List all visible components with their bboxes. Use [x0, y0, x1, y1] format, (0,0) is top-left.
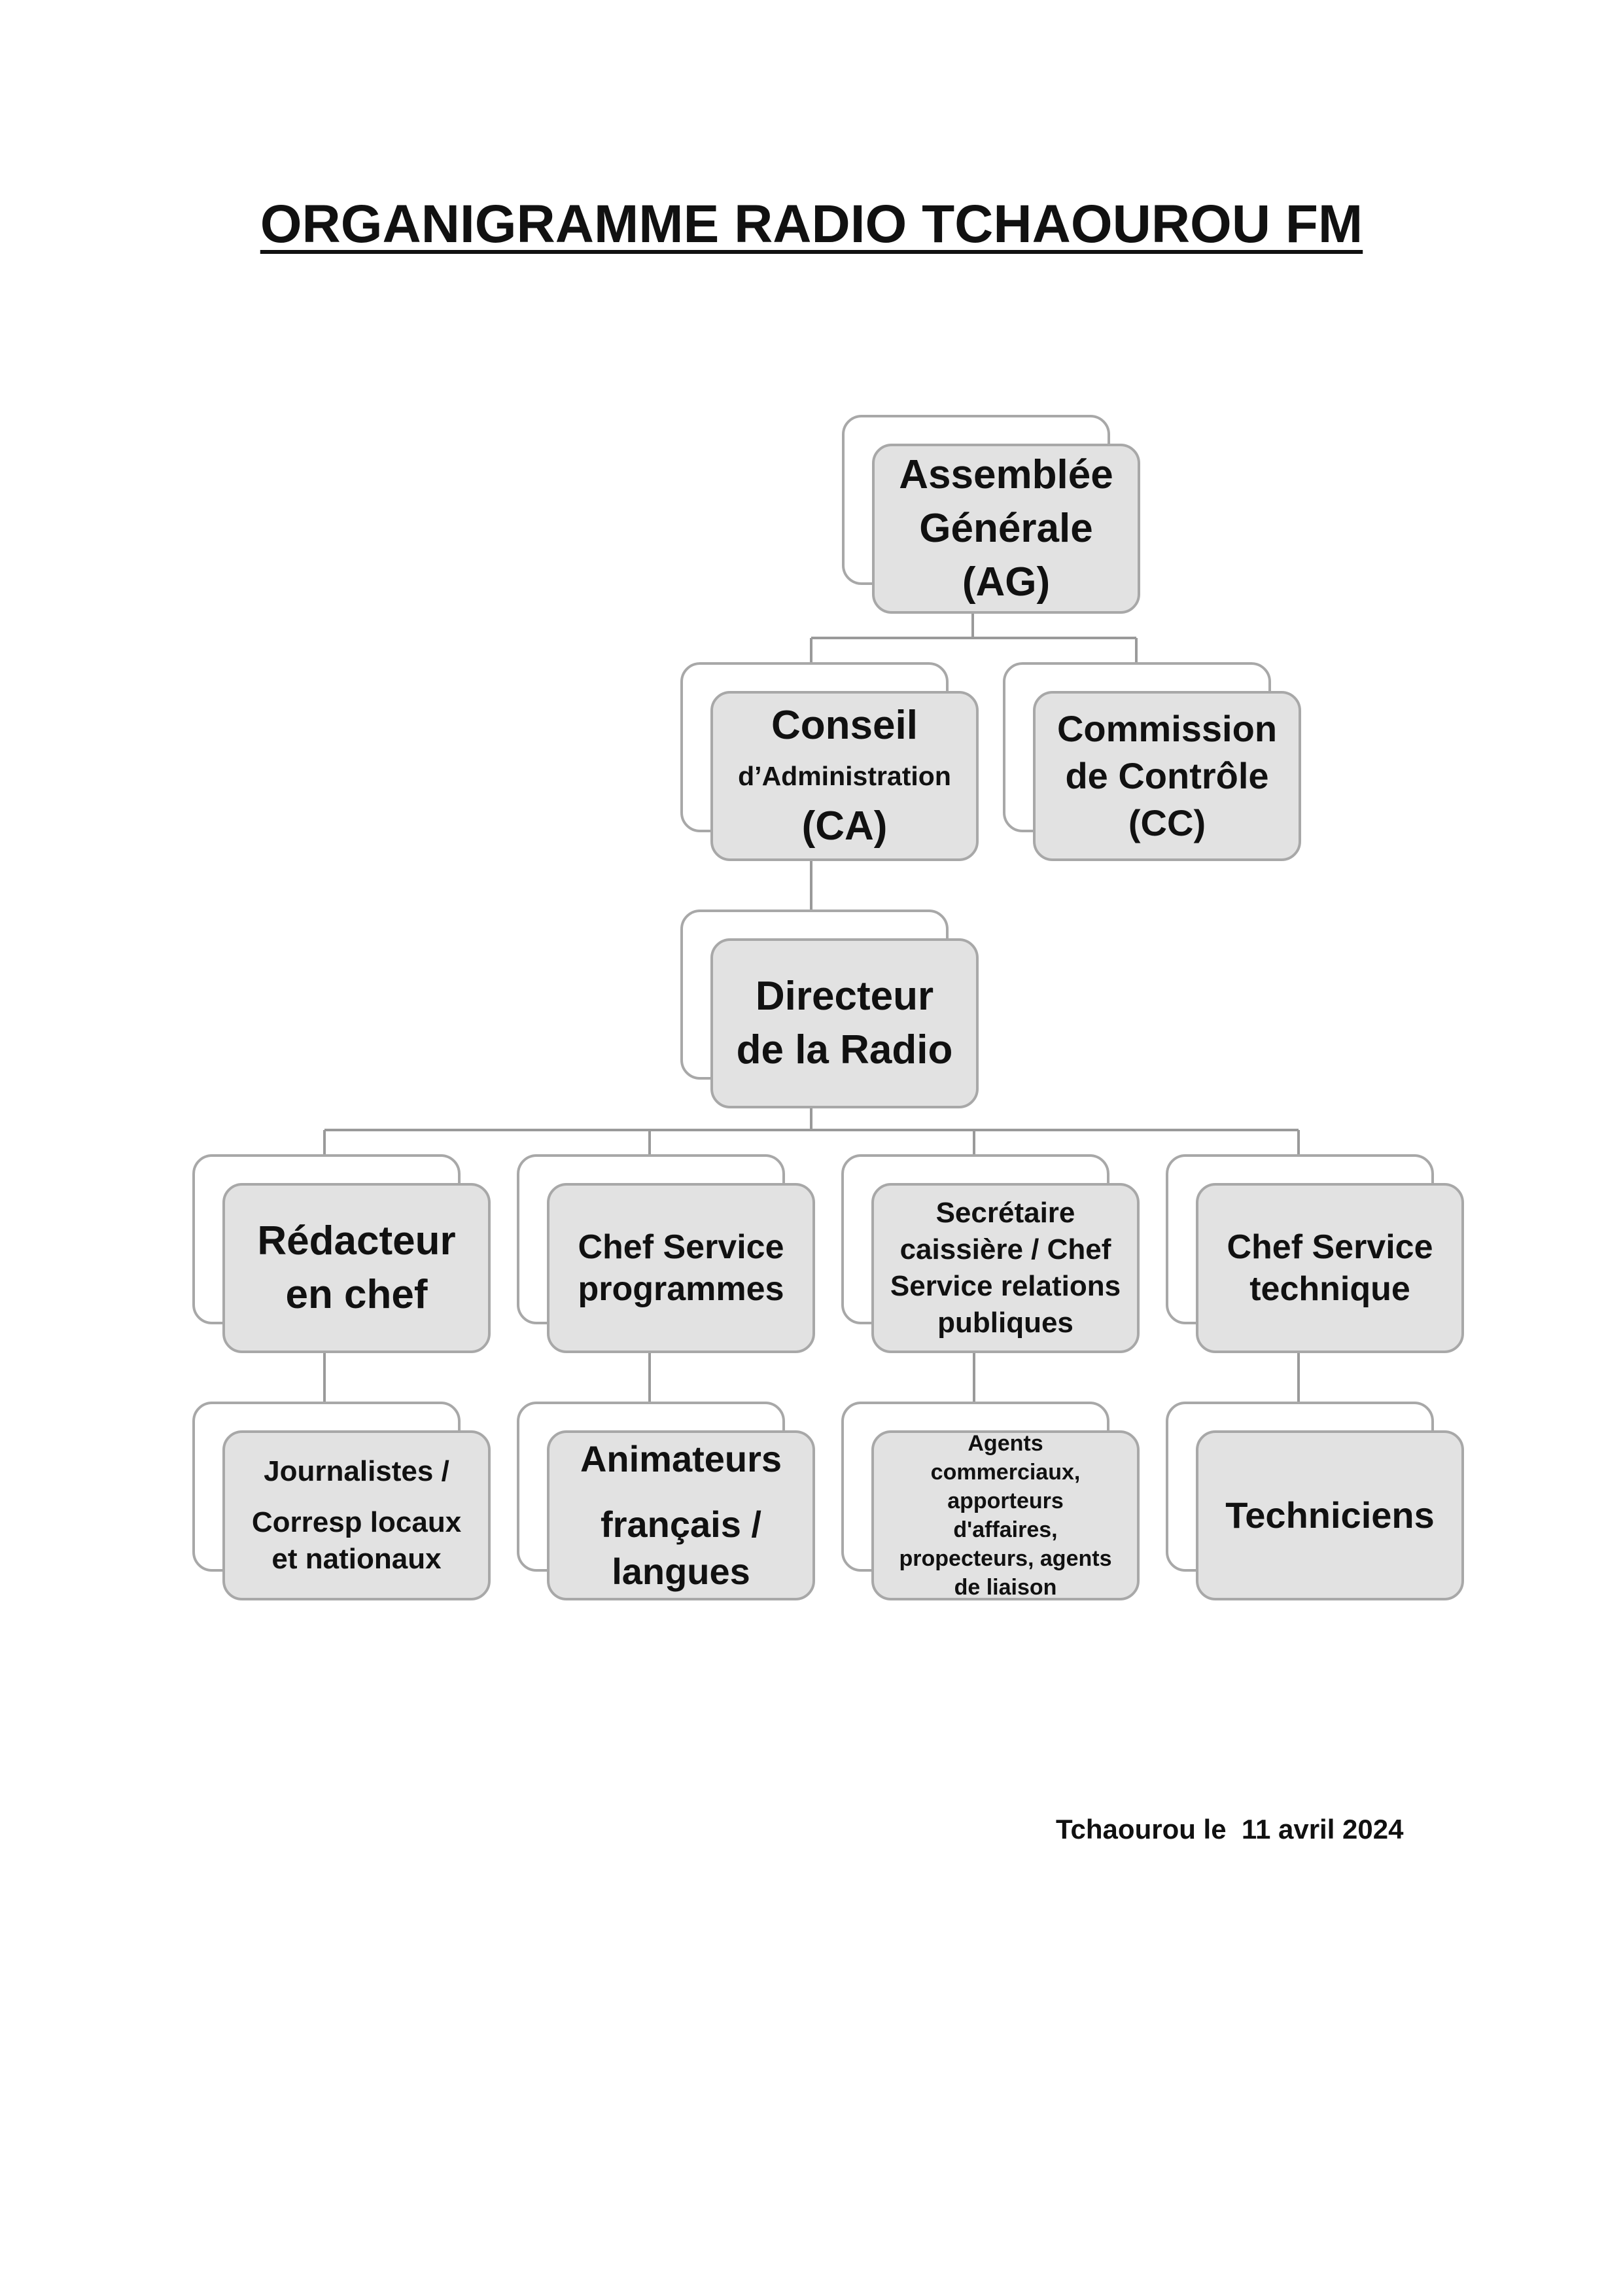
node-text-line: Techniciens [1225, 1494, 1435, 1536]
node-text-line: programmes [578, 1270, 784, 1308]
node-text-line: en chef [285, 1272, 428, 1317]
page-title: ORGANIGRAMME RADIO TCHAOUROU FM [260, 194, 1363, 254]
node-text-line: Corresp locaux [251, 1506, 462, 1538]
node-label-box: Animateurs français / langues [547, 1430, 815, 1600]
node-text-line: Secrétaire [935, 1197, 1075, 1229]
node-text-line: caissière / Chef [899, 1233, 1111, 1265]
node-text-line: Directeur [755, 974, 934, 1019]
node-text-line: langues [612, 1551, 750, 1592]
node-text-line: propecteurs, agents [899, 1546, 1112, 1571]
node-text-line: (CA) [801, 804, 888, 849]
node-label-box: Journalistes / Corresp locaux et nationa… [222, 1430, 491, 1600]
node-label-box: Chef Service technique [1196, 1183, 1464, 1353]
node-text-line: Agents [968, 1431, 1043, 1456]
node-label-box: Conseil d’Administration (CA) [710, 691, 979, 861]
node-label-box: Chef Service programmes [547, 1183, 815, 1353]
node-label-box: Commission de Contrôle (CC) [1033, 691, 1301, 861]
node-text-line: Conseil [771, 703, 918, 748]
node-text-line: de liaison [954, 1575, 1057, 1600]
node-text-line: français / [601, 1504, 761, 1545]
node-text-line: d’Administration [738, 761, 951, 791]
node-text-line: (AG) [962, 559, 1051, 605]
node-text-line: Service relations [890, 1270, 1121, 1302]
node-text-line: Générale [919, 506, 1093, 551]
node-label-box: Rédacteur en chef [222, 1183, 491, 1353]
node-text-line: apporteurs [947, 1489, 1064, 1513]
node-text-line: de Contrôle [1065, 755, 1269, 796]
node-text-line: Animateurs [580, 1438, 782, 1479]
node-text-line: commerciaux, [930, 1460, 1081, 1485]
node-text-line: Journalistes / [264, 1455, 449, 1487]
node-text-line: et nationaux [271, 1543, 442, 1575]
node-label-box: Directeur de la Radio [710, 938, 979, 1108]
node-text-line: (CC) [1128, 802, 1206, 843]
node-text-line: Commission [1056, 708, 1278, 749]
node-text-line: Chef Service [578, 1228, 784, 1266]
node-text-line: Assemblée [899, 452, 1113, 497]
node-text-line: publiques [937, 1307, 1073, 1339]
node-text-line: technique [1249, 1270, 1410, 1308]
node-text-line: Chef Service [1227, 1228, 1433, 1266]
signature-date: Tchaourou le 11 avril 2024 [1056, 1814, 1404, 1845]
node-label-box: Secrétaire caissière / Chef Service rela… [871, 1183, 1140, 1353]
node-text-line: d'affaires, [953, 1517, 1058, 1542]
node-label-box: Techniciens [1196, 1430, 1464, 1600]
node-text-line: Rédacteur [257, 1218, 456, 1263]
node-label-box: Agents commerciaux, apporteurs d'affaire… [871, 1430, 1140, 1600]
node-label-box: Assemblée Générale (AG) [872, 444, 1140, 614]
node-text-line: de la Radio [736, 1027, 953, 1072]
